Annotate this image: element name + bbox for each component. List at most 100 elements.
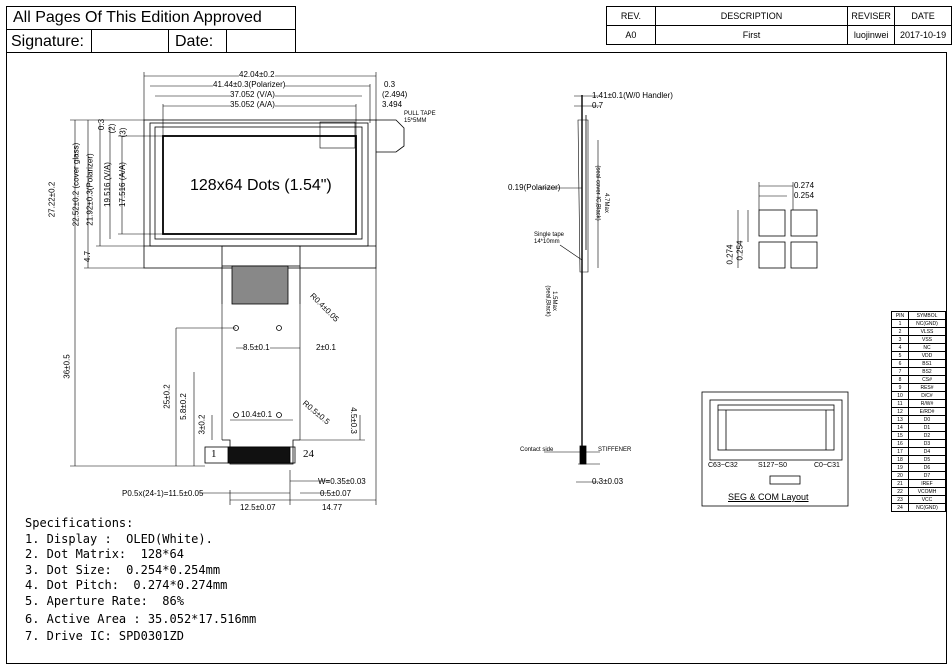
pin-symbol: VSS [908,335,946,344]
dim-35: 35.052 (A/A) [230,100,275,109]
dim-0.3-left: 0.3 [97,118,107,131]
dim-3: (3) [118,127,128,138]
pad-contacts [227,446,291,464]
pin-symbol: D7 [908,471,946,480]
spec-item: 2. Dot Matrix: 128*64 [25,547,184,562]
dim-0.5: 0.5±0.07 [320,489,352,498]
dim-pitch: P0.5x(24-1)=11.5±0.05 [122,489,204,498]
dim-2: 2±0.1 [316,343,336,352]
pin-symbol: D/C# [908,391,946,400]
pin-number: 18 [891,455,909,464]
pin-number: 4 [891,343,909,352]
pin-symbol: VCC [908,495,946,504]
pin-number: 1 [891,319,909,328]
dim-36: 36±0.5 [62,354,72,379]
side-dim-1.5max: 1.5Max [550,291,557,311]
pin-number: 6 [891,359,909,368]
spec-item: 4. Dot Pitch: 0.274*0.274mm [25,578,228,593]
pixel-cell [758,209,786,237]
dim-2.494: (2.494) [382,90,408,99]
spec-item: 6. Active Area : 35.052*17.516mm [25,611,257,626]
specs-title: Specifications: [25,516,134,530]
dim-5.8: 5.8±0.2 [178,393,188,420]
active-area [162,135,357,235]
pin-number: 19 [891,463,909,472]
side-stiffener: STIFFENER [598,447,632,453]
stiffener [579,445,587,465]
pin-number: 20 [891,471,909,480]
spec-item: 1. Display : OLED(White). [25,531,213,546]
pin-number: 15 [891,431,909,440]
fpc-hole-right [276,325,282,331]
dim-3-fpc: 3±0.2 [197,414,207,435]
side-tape-size: 14*10mm [534,239,560,245]
viewing-area [154,126,363,240]
pin-symbol: D4 [908,447,946,456]
ic-chip [231,265,289,305]
side-single-tape: Single tape [534,232,565,238]
layout-caption: SEG & COM Layout [728,492,809,502]
pixel-pitch-y: 0.274 [725,244,735,265]
pin-symbol: CS# [908,375,946,384]
pin-symbol: BS1 [908,359,946,368]
pin-number: 22 [891,487,909,496]
pin-number: 2 [891,327,909,336]
pin-symbol: RES# [908,383,946,392]
side-dim-4.7max: 4.7Max [602,193,609,213]
side-dim-polarizer: 0.19(Polarizer) [508,183,561,192]
pixel-size-y: 0.254 [735,240,745,261]
pin-symbol: BS2 [908,367,946,376]
pin-number: 12 [891,407,909,416]
dim-14.77: 14.77 [322,503,343,512]
pin-symbol: NC(GND) [908,503,946,512]
display-label: 128x64 Dots (1.54") [190,177,332,194]
pin-number: 10 [891,391,909,400]
dim-27.22: 27.22±0.2 [47,181,57,218]
side-dim-1.41: 1.41±0.1(W/0 Handler) [592,91,673,100]
dim-21.92: 21.92±0.3(Polarizer) [85,153,95,226]
pad-end-label: 24 [303,448,314,460]
pin-symbol: D1 [908,423,946,432]
pin-number: 24 [891,503,909,512]
pin-number: 9 [891,383,909,392]
dim-17.516: 17.516 (A/A) [117,162,127,207]
ic-block [221,245,301,267]
specifications: Specifications: 1. Display : OLED(White)… [25,516,256,645]
pull-tape-size: 15*5MM [404,118,427,124]
pin-number: 7 [891,367,909,376]
revision-table: REV. DESCRIPTION REVISER DATE A0 First l… [606,6,952,45]
pixel-pitch-x: 0.274 [794,181,815,190]
reviser-cell: luojinwei [847,25,896,45]
approval-text: All Pages Of This Edition Approved [13,9,262,26]
rev-cell: A0 [606,25,656,45]
dim-25: 25±0.2 [162,384,172,409]
pin-symbol: VCOMH [908,487,946,496]
description-cell: First [654,25,849,45]
seg-com-frame [701,391,849,507]
pull-tape-label: PULL TAPE [404,111,436,117]
pin-number: 13 [891,415,909,424]
pin-symbol: D3 [908,439,946,448]
com-left-label: C63~C32 [708,462,738,469]
date-label: Date: [175,33,214,50]
dim-12.5: 12.5±0.07 [240,503,276,512]
